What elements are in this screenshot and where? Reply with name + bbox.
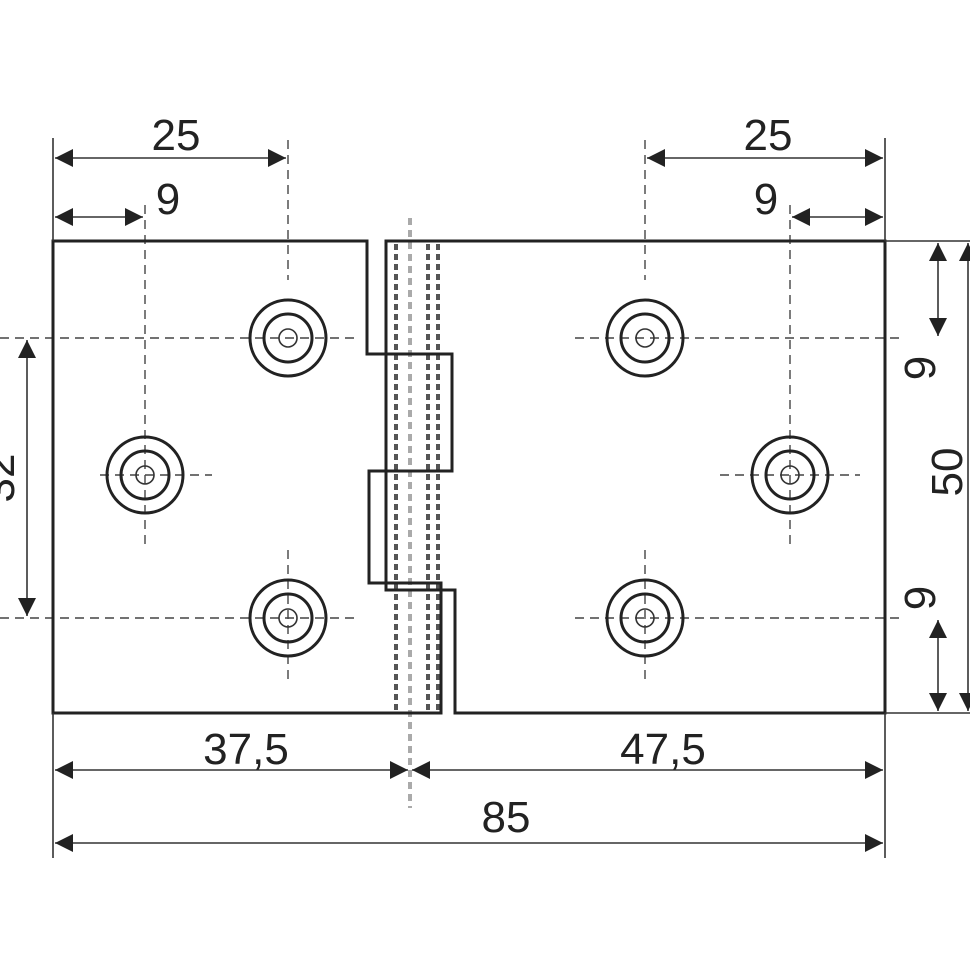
dim-right-50: 50 [923,448,970,497]
dim-right-bottom-9: 9 [896,586,945,610]
right-leaf-outline [384,239,887,715]
dim-top-right-25: 25 [744,111,793,160]
dim-top-left-25: 25 [152,111,201,160]
screw-hole [605,578,685,658]
dim-bottom-47-5: 47,5 [620,725,706,774]
dim-top-right-9: 9 [754,175,778,224]
dim-bottom-37-5: 37,5 [203,725,289,774]
screw-hole [605,298,685,378]
screw-hole [248,578,328,658]
left-leaf-outline [51,239,454,715]
dim-left-32: 32 [0,454,24,503]
hinge-knuckle [394,218,440,808]
centerlines [0,140,900,680]
screw-hole [248,298,328,378]
extension-lines [52,138,970,858]
screw-holes [105,298,830,658]
screw-hole [105,435,185,515]
screw-hole [750,435,830,515]
dim-top-left-9: 9 [156,175,180,224]
dim-bottom-85: 85 [482,793,531,842]
dimension-lines [18,149,970,852]
dim-right-top-9: 9 [896,356,945,380]
